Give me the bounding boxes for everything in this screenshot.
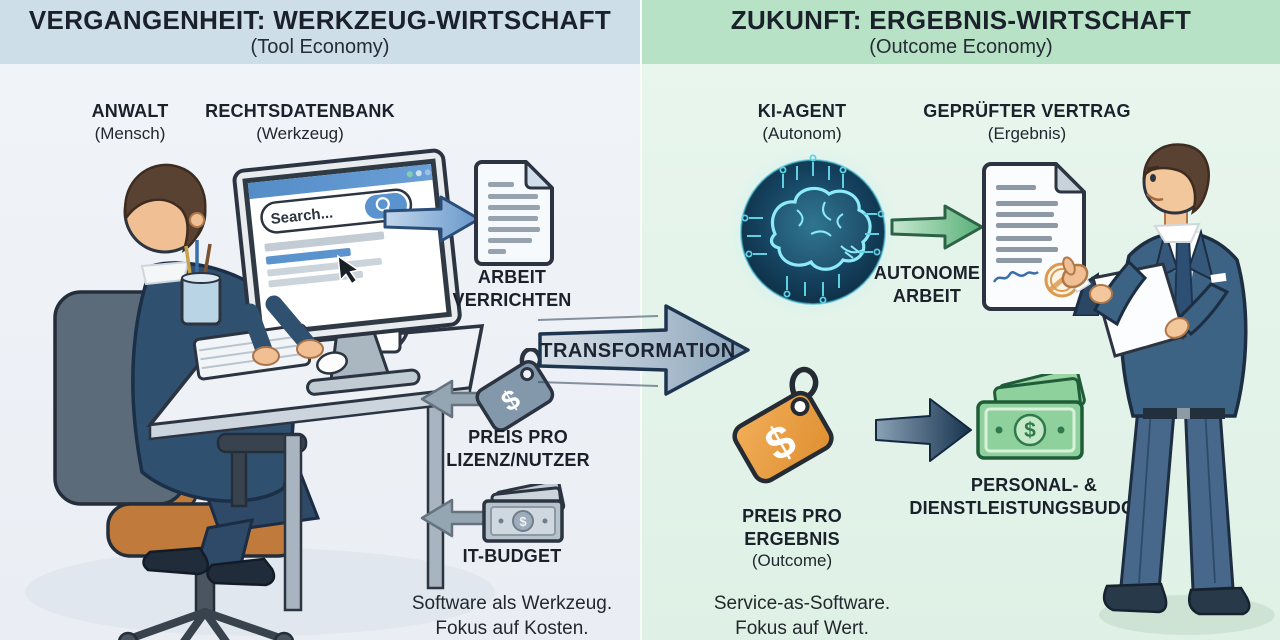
lawyer-at-desk-illustration: Search... (25, 148, 495, 640)
past-subtitle: (Tool Economy) (250, 35, 390, 58)
floor-shadow (25, 548, 495, 636)
transformation-arrow-icon (538, 304, 750, 396)
price-tag-orange-icon: $ (732, 366, 834, 484)
label-personal-budget: PERSONAL- & DIENSTLEISTUNGSBUDGET (909, 475, 1159, 518)
label-anwalt: ANWALT (Mensch) (91, 101, 169, 143)
footer-past: Software als Werkzeug. Fokus auf Kosten. (411, 593, 613, 639)
search-text: Search... (270, 204, 334, 227)
label-preis-pro-lizenz: PREIS PRO LIZENZ/NUTZER (446, 427, 590, 470)
header-past: VERGANGENHEIT: WERKZEUG-WIRTSCHAFT (Tool… (0, 0, 640, 64)
computer-monitor: Search... (232, 148, 462, 396)
lawyer-hair (123, 163, 207, 253)
label-gepruefter-vertrag: GEPRÜFTER VERTRAG (Ergebnis) (923, 101, 1131, 143)
label-arbeit-verrichten: ARBEIT VERRICHTEN (452, 267, 572, 310)
label-ki-agent: KI-AGENT (Autonom) (757, 101, 847, 143)
panel-future: ZUKUNFT: ERGEBNIS-WIRTSCHAFT (Outcome Ec… (640, 0, 1280, 640)
arrow-right-green-icon (890, 204, 984, 250)
document-icon (474, 160, 554, 266)
money-green-icon: $ (976, 374, 1086, 460)
lawyer-arms (241, 295, 324, 366)
future-title: ZUKUNFT: ERGEBNIS-WIRTSCHAFT (730, 5, 1192, 35)
businessman-hair (1142, 143, 1210, 215)
dollar-glyph: $ (519, 514, 527, 529)
mouse (316, 351, 348, 375)
chair-armrest (230, 446, 248, 508)
arrow-right-navy-icon (875, 398, 972, 462)
signature (992, 270, 1039, 283)
cursor-icon (337, 254, 361, 285)
footer-future: Service-as-Software. Fokus auf Wert. (713, 593, 891, 639)
label-it-budget: IT-BUDGET (462, 546, 562, 566)
search-icon (375, 197, 390, 212)
header-future: ZUKUNFT: ERGEBNIS-WIRTSCHAFT (Outcome Ec… (642, 0, 1280, 64)
label-autonome-arbeit: AUTONOME ARBEIT (873, 263, 981, 306)
transformation-label: TRANSFORMATION (540, 340, 736, 362)
future-subtitle: (Outcome Economy) (869, 35, 1053, 58)
arrow-right-blue-icon (383, 195, 481, 243)
label-rechtsdatenbank: RECHTSDATENBANK (Werkzeug) (205, 101, 395, 143)
contract-document-icon (982, 162, 1099, 316)
pencil-cup (180, 240, 222, 326)
holding-hand (1061, 256, 1099, 316)
businessman-illustration (1089, 143, 1275, 635)
banknote-gray-icon: $ (482, 484, 566, 543)
dollar-glyph: $ (1024, 419, 1036, 442)
price-tag-gray-icon: $ (475, 348, 555, 432)
label-preis-pro-ergebnis: PREIS PRO ERGEBNIS (Outcome) (742, 506, 842, 570)
panel-past: VERGANGENHEIT: WERKZEUG-WIRTSCHAFT (Tool… (0, 0, 640, 640)
ai-brain-icon (728, 148, 898, 317)
past-title: VERGANGENHEIT: WERKZEUG-WIRTSCHAFT (28, 5, 612, 35)
